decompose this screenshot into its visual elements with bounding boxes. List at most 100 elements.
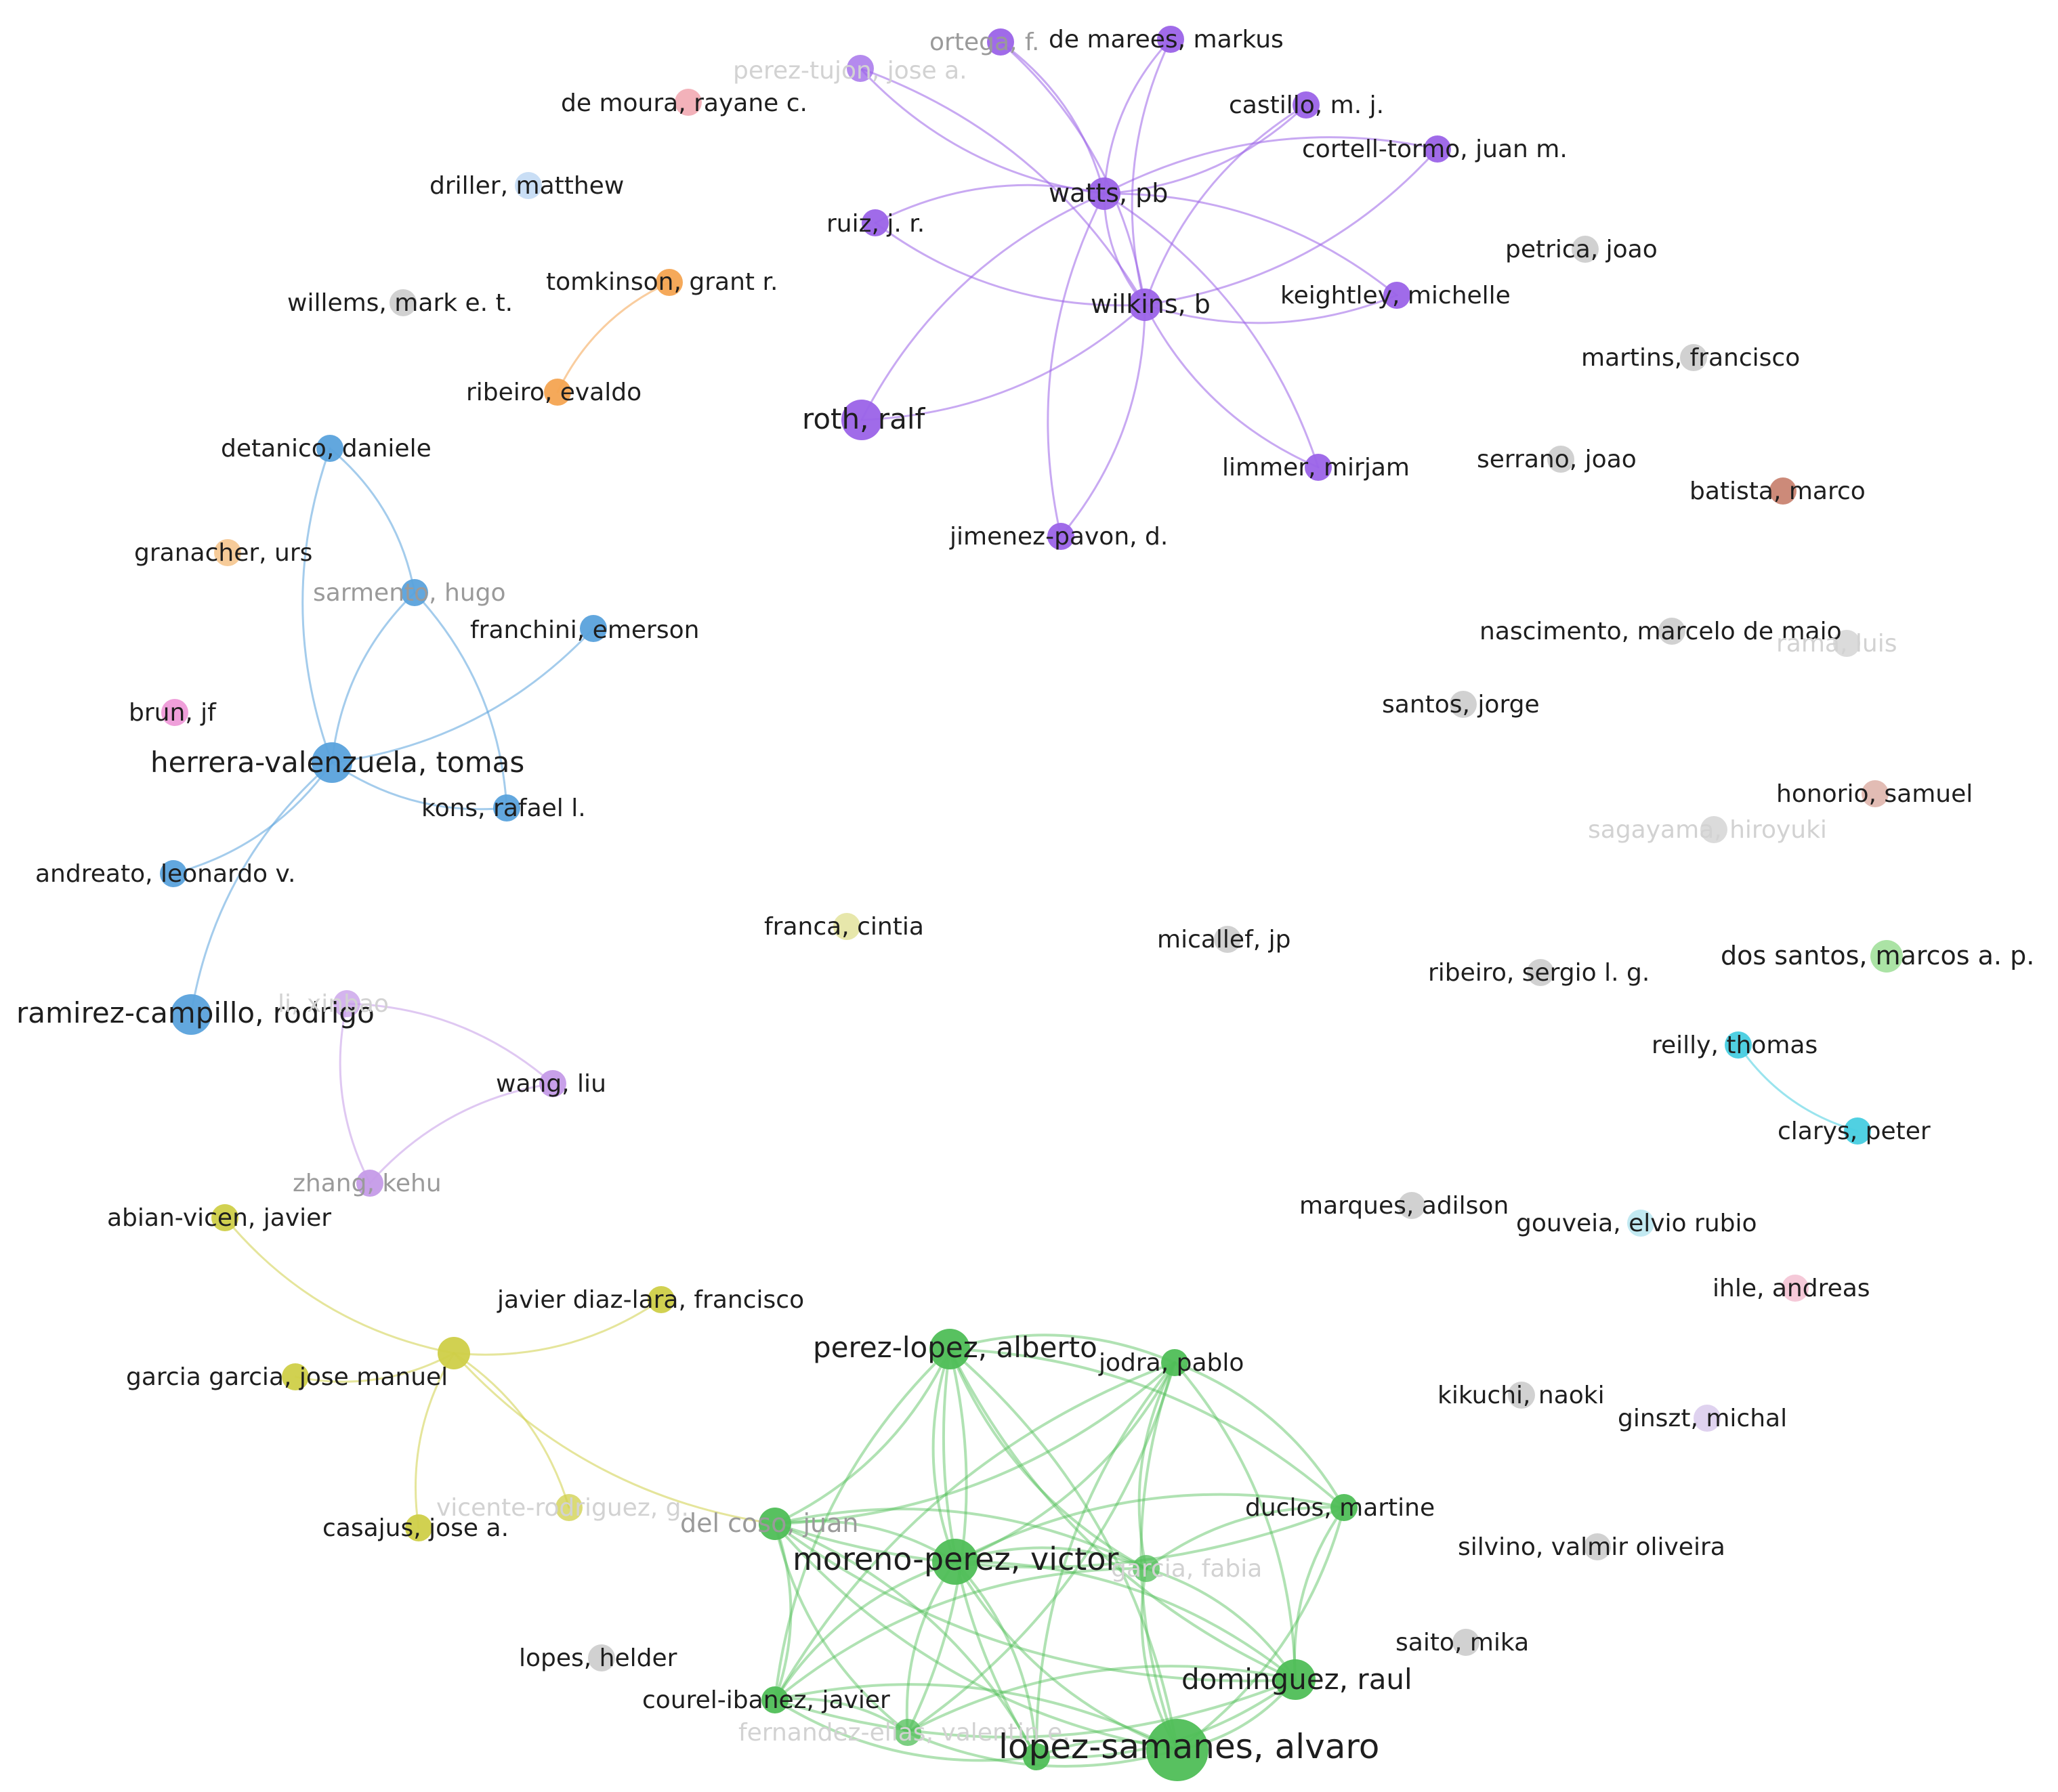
node-detanico[interactable] <box>316 435 343 462</box>
node-moreno[interactable] <box>932 1539 978 1585</box>
edge-watts-roth <box>860 192 1106 421</box>
label-kons: kons, rafael l. <box>421 794 586 822</box>
node-ribeiro_e[interactable] <box>544 379 571 406</box>
edge-detanico-sarmento <box>329 447 416 594</box>
node-courel[interactable] <box>761 1686 789 1713</box>
edge-li_xinbao-zhang <box>339 1002 371 1185</box>
node-rama[interactable] <box>1833 630 1860 657</box>
label-courel: courel-ibanez, javier <box>642 1686 890 1714</box>
node-jodra[interactable] <box>1161 1349 1188 1376</box>
node-ihle[interactable] <box>1782 1275 1809 1302</box>
node-marques[interactable] <box>1398 1192 1425 1219</box>
node-fernandez[interactable] <box>894 1719 921 1746</box>
node-petrica[interactable] <box>1572 236 1599 263</box>
node-vicente[interactable] <box>555 1494 583 1521</box>
node-diaz_lara[interactable] <box>648 1286 675 1313</box>
label-jodra: jodra, pablo <box>1098 1349 1244 1377</box>
node-gouveia[interactable] <box>1627 1210 1654 1237</box>
node-serrano[interactable] <box>1547 446 1574 473</box>
edge-reilly-clarys <box>1737 1044 1859 1132</box>
node-wang[interactable] <box>539 1070 566 1097</box>
node-reilly[interactable] <box>1725 1031 1752 1059</box>
node-casajus[interactable] <box>405 1514 432 1541</box>
node-jimenez[interactable] <box>1047 523 1074 550</box>
edge-wilkins-perez_tujon <box>859 67 1146 306</box>
node-martins[interactable] <box>1680 344 1707 371</box>
node-roth[interactable] <box>841 400 882 440</box>
label-petrica: petrica, joao <box>1505 236 1658 263</box>
edge-yellow_hub-del_coso <box>453 1352 776 1525</box>
node-honorio[interactable] <box>1862 780 1889 807</box>
node-de_marees[interactable] <box>1157 26 1184 53</box>
label-duclos: duclos, martine <box>1245 1494 1435 1522</box>
node-wilkins[interactable] <box>1129 289 1161 321</box>
node-ortega[interactable] <box>987 28 1014 56</box>
node-perez_lopez[interactable] <box>929 1329 970 1369</box>
node-fabia[interactable] <box>1133 1555 1160 1582</box>
node-brun[interactable] <box>161 699 188 726</box>
label-tomkinson: tomkinson, grant r. <box>546 268 778 296</box>
node-batista[interactable] <box>1769 477 1797 505</box>
node-saito[interactable] <box>1452 1629 1479 1656</box>
node-kons[interactable] <box>493 794 520 822</box>
node-ginszt[interactable] <box>1694 1405 1721 1432</box>
node-franca[interactable] <box>833 913 860 940</box>
node-keightley[interactable] <box>1383 282 1410 309</box>
node-micallef[interactable] <box>1214 926 1241 953</box>
edge-wilkins-limmer <box>1143 303 1320 469</box>
label-sagayama: sagayama, hiroyuki <box>1588 816 1827 844</box>
edge-dominguez-fernandez <box>906 1665 1297 1734</box>
node-kikuchi[interactable] <box>1508 1382 1535 1409</box>
edge-herrera-andreato <box>172 761 333 875</box>
node-zhang[interactable] <box>356 1170 383 1197</box>
node-perez_tujon[interactable] <box>847 55 874 82</box>
node-nascimento[interactable] <box>1658 618 1685 645</box>
label-reilly: reilly, thomas <box>1652 1031 1818 1059</box>
label-dominguez: dominguez, raul <box>1181 1663 1412 1696</box>
node-ruiz[interactable] <box>862 209 889 236</box>
node-ramirez[interactable] <box>171 994 211 1035</box>
node-driller[interactable] <box>515 172 542 199</box>
edge-jodra-del_coso <box>774 1361 1176 1525</box>
label-micallef: micallef, jp <box>1157 926 1291 954</box>
label-li_xinbao: li, xinbao <box>278 990 389 1018</box>
label-cortell: cortell-tormo, juan m. <box>1302 135 1568 163</box>
node-ribeiro_s[interactable] <box>1527 959 1554 986</box>
label-del_coso: del coso, juan <box>680 1508 859 1538</box>
node-duclos[interactable] <box>1330 1494 1358 1521</box>
node-franchini[interactable] <box>580 615 607 642</box>
label-wilkins: wilkins, b <box>1091 289 1211 319</box>
node-clarys[interactable] <box>1844 1117 1871 1145</box>
edge-wilkins-watts <box>1103 192 1146 306</box>
node-tomkinson[interactable] <box>656 269 683 296</box>
edge-perez_lopez-jodra <box>948 1334 1176 1364</box>
node-andreato[interactable] <box>160 860 187 887</box>
node-dominguez[interactable] <box>1275 1659 1316 1700</box>
node-herrera[interactable] <box>312 742 352 783</box>
node-castillo[interactable] <box>1293 91 1320 119</box>
node-limmer[interactable] <box>1305 454 1332 481</box>
label-dos_santos: dos santos, marcos a. p. <box>1721 941 2034 970</box>
node-cortell[interactable] <box>1424 135 1451 163</box>
node-silvino[interactable] <box>1584 1533 1611 1560</box>
node-watts[interactable] <box>1088 177 1120 210</box>
node-lopez_samanes[interactable] <box>1146 1719 1209 1781</box>
node-li_xinbao[interactable] <box>333 990 360 1017</box>
node-yellow_hub[interactable] <box>438 1337 470 1369</box>
edge-wilkins-keightley <box>1143 294 1398 324</box>
node-dos_santos[interactable] <box>1870 940 1903 973</box>
node-sarmento[interactable] <box>401 579 428 606</box>
node-sagayama[interactable] <box>1700 816 1727 843</box>
label-lopez_samanes: lopez-samanes, alvaro <box>999 1727 1379 1766</box>
node-willems[interactable] <box>390 289 417 316</box>
node-de_moura[interactable] <box>675 89 702 116</box>
node-garcia[interactable] <box>282 1363 309 1390</box>
node-lopes[interactable] <box>588 1644 615 1671</box>
edge-courel-green_bottom <box>774 1699 1038 1762</box>
node-santos_j[interactable] <box>1450 691 1477 718</box>
node-del_coso[interactable] <box>759 1508 791 1540</box>
node-abian[interactable] <box>211 1204 238 1231</box>
edge-perez_lopez-moreno <box>931 1348 957 1563</box>
node-green_bottom[interactable] <box>1023 1743 1050 1770</box>
node-granacher[interactable] <box>214 539 241 566</box>
